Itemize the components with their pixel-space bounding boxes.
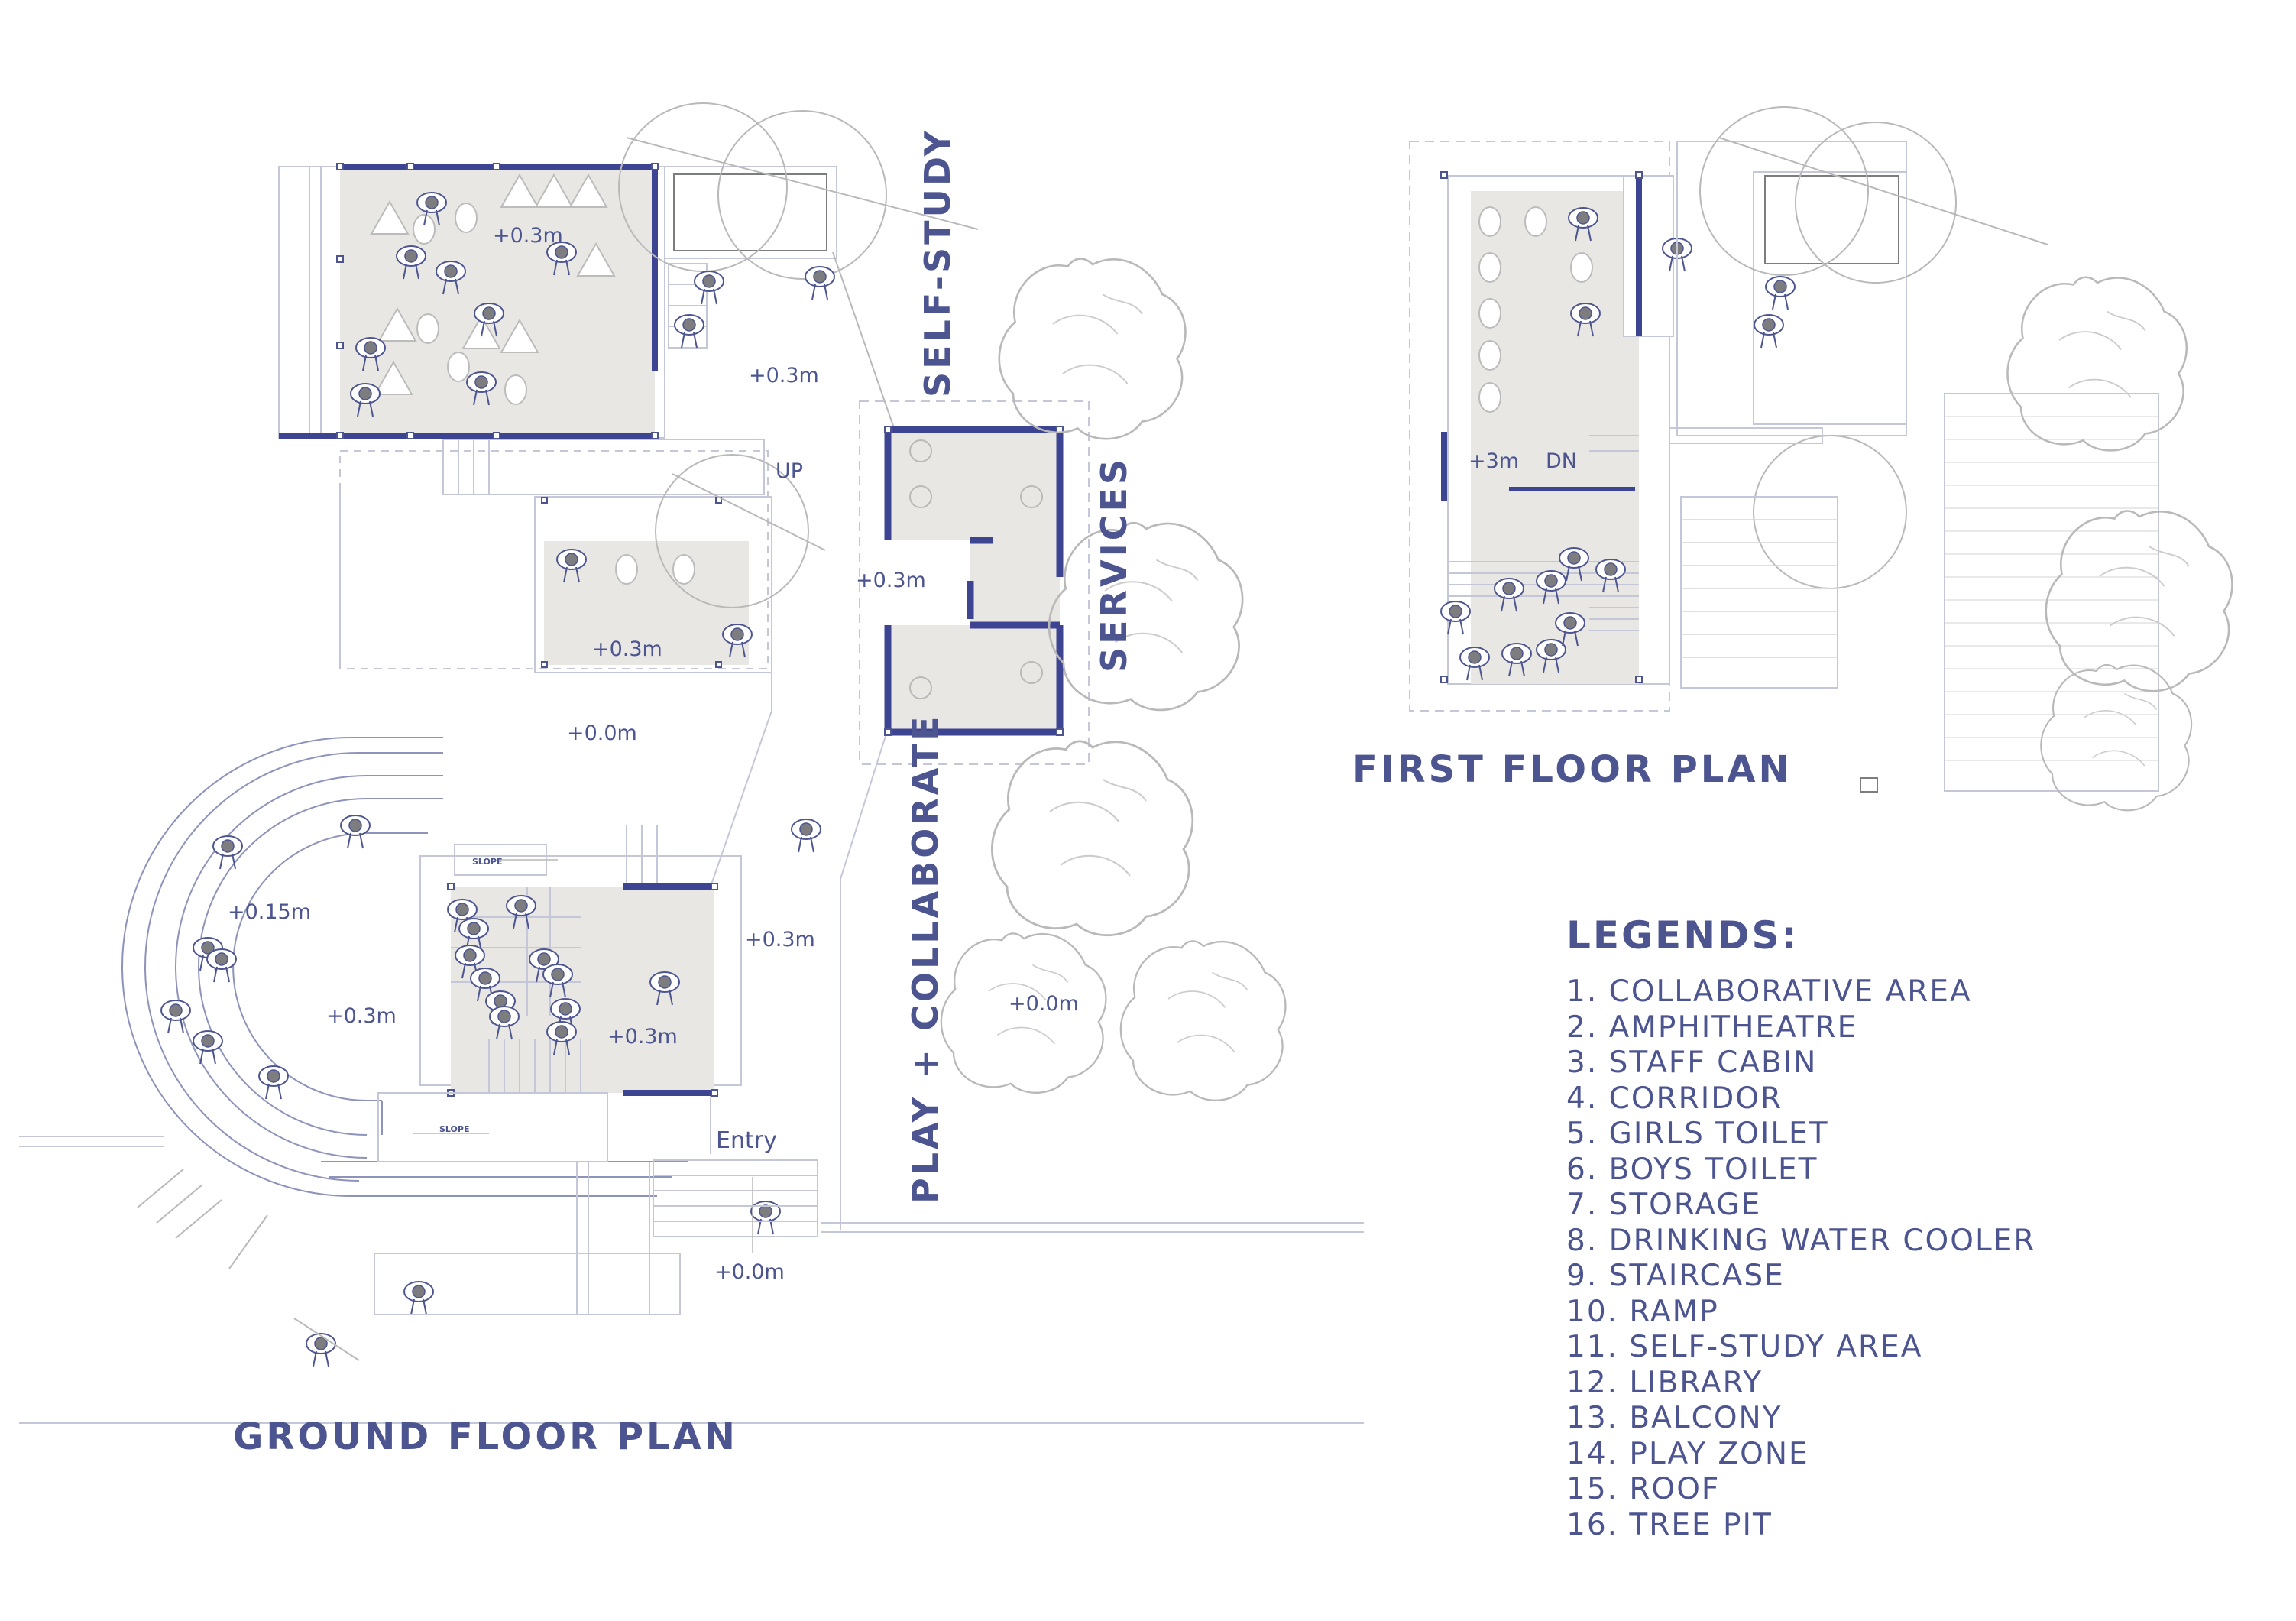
legend-item: 13. BALCONY [1566, 1401, 1783, 1435]
legend-item: 10. RAMP [1566, 1294, 1719, 1329]
level-entry: +0.0m [714, 1260, 785, 1284]
level-open: +0.0m [567, 721, 637, 745]
legend-item: 11. SELF-STUDY AREA [1566, 1330, 1923, 1364]
zone-self-study: SELF-STUDY [917, 128, 958, 397]
legend-item: 2. AMPHITHEATRE [1566, 1010, 1858, 1045]
ground-floor-title: GROUND FLOOR PLAN [233, 1415, 738, 1458]
legend-item: 6. BOYS TOILET [1566, 1152, 1818, 1187]
zone-services: SERVICES [1093, 456, 1135, 673]
level-amphi-tier: +0.15m [228, 900, 311, 924]
mark-entry: Entry [716, 1127, 777, 1154]
level-corridor: +0.3m [856, 569, 926, 592]
legend-item: 7. STORAGE [1566, 1188, 1762, 1222]
legend-item: 9. STAIRCASE [1566, 1259, 1785, 1293]
level-courtyard: +0.3m [749, 364, 819, 387]
zone-play-collaborate: PLAY + COLLABORATE [905, 713, 946, 1204]
first-floor-plan [1409, 106, 2233, 812]
slope-label-top: SLOPE [472, 857, 502, 867]
legend-item: 1. COLLABORATIVE AREA [1566, 974, 1972, 1009]
level-play: +0.0m [1009, 992, 1079, 1016]
legend-item: 5. GIRLS TOILET [1566, 1117, 1829, 1151]
mark-dn: DN [1546, 449, 1577, 473]
level-staff: +0.3m [592, 637, 662, 661]
level-library: +0.3m [607, 1025, 678, 1049]
legend-item: 8. DRINKING WATER COOLER [1566, 1223, 2036, 1258]
level-collab: +0.3m [493, 224, 563, 248]
legend-list: 1. COLLABORATIVE AREA 2. AMPHITHEATRE 3.… [1566, 974, 2035, 1543]
legend-item: 4. CORRIDOR [1566, 1081, 1783, 1116]
legend-title: LEGENDS: [1566, 913, 1799, 958]
legend-item: 14. PLAY ZONE [1566, 1436, 1809, 1471]
legend-item: 16. TREE PIT [1566, 1507, 1773, 1542]
ground-floor-plan [19, 102, 1364, 1424]
first-floor-title: FIRST FLOOR PLAN [1352, 748, 1792, 791]
legend: LEGENDS: 1. COLLABORATIVE AREA 2. AMPHIT… [1566, 913, 2035, 1543]
slope-label-bottom: SLOPE [439, 1124, 469, 1134]
level-amphi-center: +0.3m [326, 1004, 397, 1028]
legend-item: 15. ROOF [1566, 1472, 1721, 1506]
legend-item: 12. LIBRARY [1566, 1365, 1763, 1400]
level-first-floor: +3m [1469, 449, 1519, 473]
legend-item: 3. STAFF CABIN [1566, 1046, 1818, 1080]
level-walk: +0.3m [745, 928, 815, 952]
mark-up: UP [776, 459, 803, 483]
